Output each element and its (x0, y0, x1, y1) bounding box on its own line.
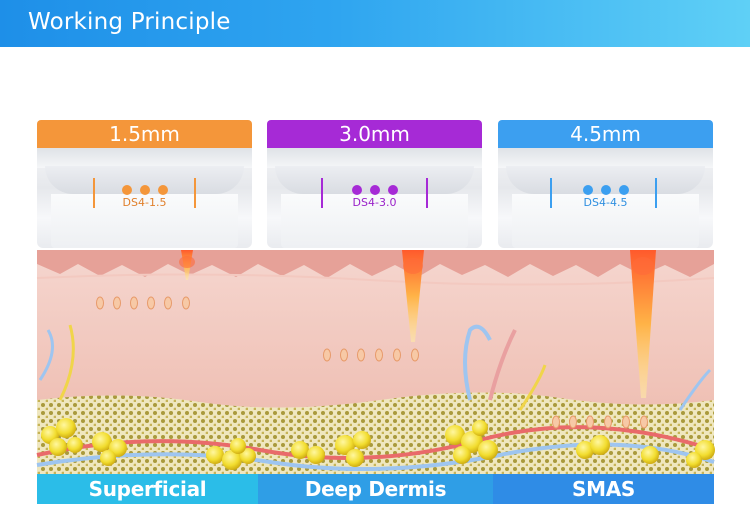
depth-dots (498, 180, 713, 199)
thermal-points-4-5mm (552, 415, 648, 429)
cartridge-depth-label: 3.0mm (267, 120, 482, 148)
thermal-points-3-0mm (323, 348, 419, 362)
thermal-points-1-5mm (96, 296, 190, 310)
vessel (518, 364, 547, 411)
depth-dots (37, 180, 252, 199)
cartridge-code: DS4-1.5 (122, 196, 167, 209)
page-title: Working Principle (28, 9, 231, 35)
vessel (36, 425, 715, 460)
layer-superficial: Superficial (37, 474, 258, 504)
depth-dots (267, 180, 482, 199)
vessel (488, 329, 517, 401)
cartridge-depth-label: 4.5mm (498, 120, 713, 148)
cartridge-1-5mm: 1.5mm DS4-1.5 (37, 120, 252, 248)
epidermis-wave (37, 250, 714, 278)
cartridge-body (267, 148, 482, 248)
vessel (58, 324, 75, 401)
cartridge-body (498, 148, 713, 248)
cartridge-body (37, 148, 252, 248)
cartridge-code: DS4-3.0 (352, 196, 397, 209)
vessel (463, 324, 492, 401)
cartridge-marker-left (321, 178, 323, 208)
cartridge-code: DS4-4.5 (583, 196, 628, 209)
cartridge-marker-left (93, 178, 95, 208)
fat-clusters (41, 418, 715, 470)
layer-smas: SMAS (493, 474, 714, 504)
energy-beam-3-0mm (402, 250, 424, 342)
fat-layer (37, 392, 714, 476)
cartridge-marker-right (426, 178, 428, 208)
skin-layer-labels: Superficial Deep Dermis SMAS (37, 474, 714, 504)
cartridge-marker-left (550, 178, 552, 208)
cartridge-marker-right (194, 178, 196, 208)
cartridge-depth-label: 1.5mm (37, 120, 252, 148)
layer-deep-dermis: Deep Dermis (258, 474, 493, 504)
header-banner: Working Principle (0, 0, 750, 47)
cartridge-4-5mm: 4.5mm DS4-4.5 (498, 120, 713, 248)
vessel (678, 368, 712, 411)
vessel (38, 329, 54, 381)
skin-cross-section (36, 250, 715, 476)
energy-beam-4-5mm (630, 250, 656, 398)
cartridge-3-0mm: 3.0mm DS4-3.0 (267, 120, 482, 248)
cartridge-marker-right (655, 178, 657, 208)
